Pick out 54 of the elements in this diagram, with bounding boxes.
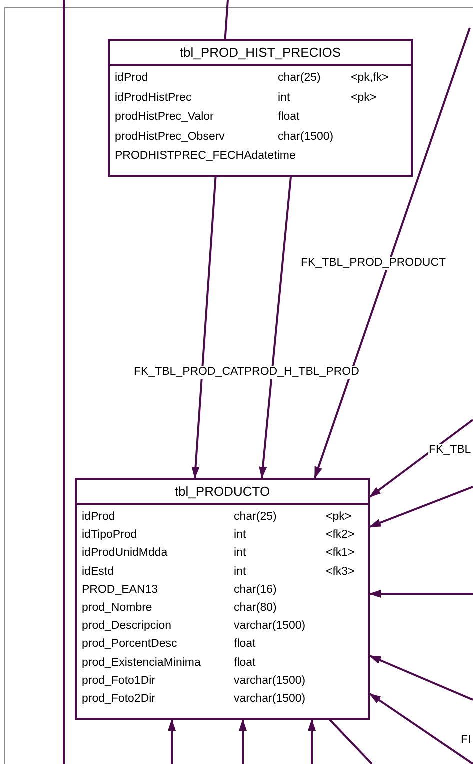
data-type: int	[234, 528, 246, 544]
key-marker: <fk2>	[326, 528, 355, 544]
column-name: PRODHISTPREC_FECHAdatetime	[115, 149, 296, 164]
column-name: prod_Foto1Dir	[82, 674, 156, 689]
arrow	[314, 28, 471, 479]
data-type: varchar(1500)	[234, 619, 306, 634]
key-marker: <fk3>	[326, 564, 355, 580]
data-type: float	[234, 656, 256, 670]
column-name: prodHistPrec_Valor	[115, 110, 214, 125]
arrow	[259, 176, 292, 479]
data-type: int	[234, 564, 246, 580]
column-name: prod_Foto2Dir	[82, 692, 156, 707]
column-name: prodHistPrec_Observ	[115, 130, 225, 144]
key-marker: <pk,fk>	[351, 71, 389, 86]
data-type: varchar(1500)	[234, 692, 306, 707]
key-marker: <fk1>	[326, 546, 355, 562]
table-title: tbl_PRODUCTO	[77, 480, 368, 505]
column-name: PROD_EAN13	[82, 582, 158, 598]
data-type: int	[234, 546, 246, 562]
key-marker: <pk>	[326, 510, 352, 525]
data-type: float	[278, 110, 300, 125]
column-name: prod_Descripcion	[82, 619, 172, 634]
column-name: idProd	[82, 510, 116, 525]
arrow	[369, 486, 473, 528]
column-name: idTipoProd	[82, 528, 138, 544]
column-name: idProdHistPrec	[115, 90, 192, 106]
edge-label: FK_TBL_PROD_PRODUCT	[300, 257, 448, 270]
edge-label: FK_TBL_PROD_CATPROD_H_TBL_PROD	[133, 366, 360, 379]
data-type: int	[278, 90, 290, 106]
arrow	[168, 719, 176, 764]
column-name: idProd	[115, 71, 148, 86]
edge-label: FK_TBL	[428, 444, 472, 457]
data-type: char(80)	[234, 600, 277, 616]
column-name: prod_PorcentDesc	[82, 637, 178, 652]
arrow	[369, 655, 473, 701]
data-type: char(1500)	[278, 130, 334, 144]
column-name: idEstd	[82, 564, 114, 580]
column-name: idProdUnidMdda	[82, 546, 168, 562]
data-type: char(25)	[278, 71, 321, 86]
arrow	[239, 719, 247, 764]
arrow	[308, 719, 316, 764]
column-name: prod_ExistenciaMinima	[82, 656, 201, 670]
table-title: tbl_PROD_HIST_PRECIOS	[110, 41, 411, 66]
data-type: float	[234, 637, 256, 652]
arrow	[369, 590, 473, 598]
arrow	[369, 693, 473, 764]
entity-table	[108, 39, 413, 177]
column-name: prod_Nombre	[82, 600, 152, 616]
arrow	[369, 419, 473, 498]
data-type: varchar(1500)	[234, 674, 306, 689]
data-type: char(25)	[234, 510, 277, 525]
data-type: char(16)	[234, 582, 277, 598]
entity-table	[75, 478, 370, 720]
key-marker: <pk>	[351, 90, 377, 106]
